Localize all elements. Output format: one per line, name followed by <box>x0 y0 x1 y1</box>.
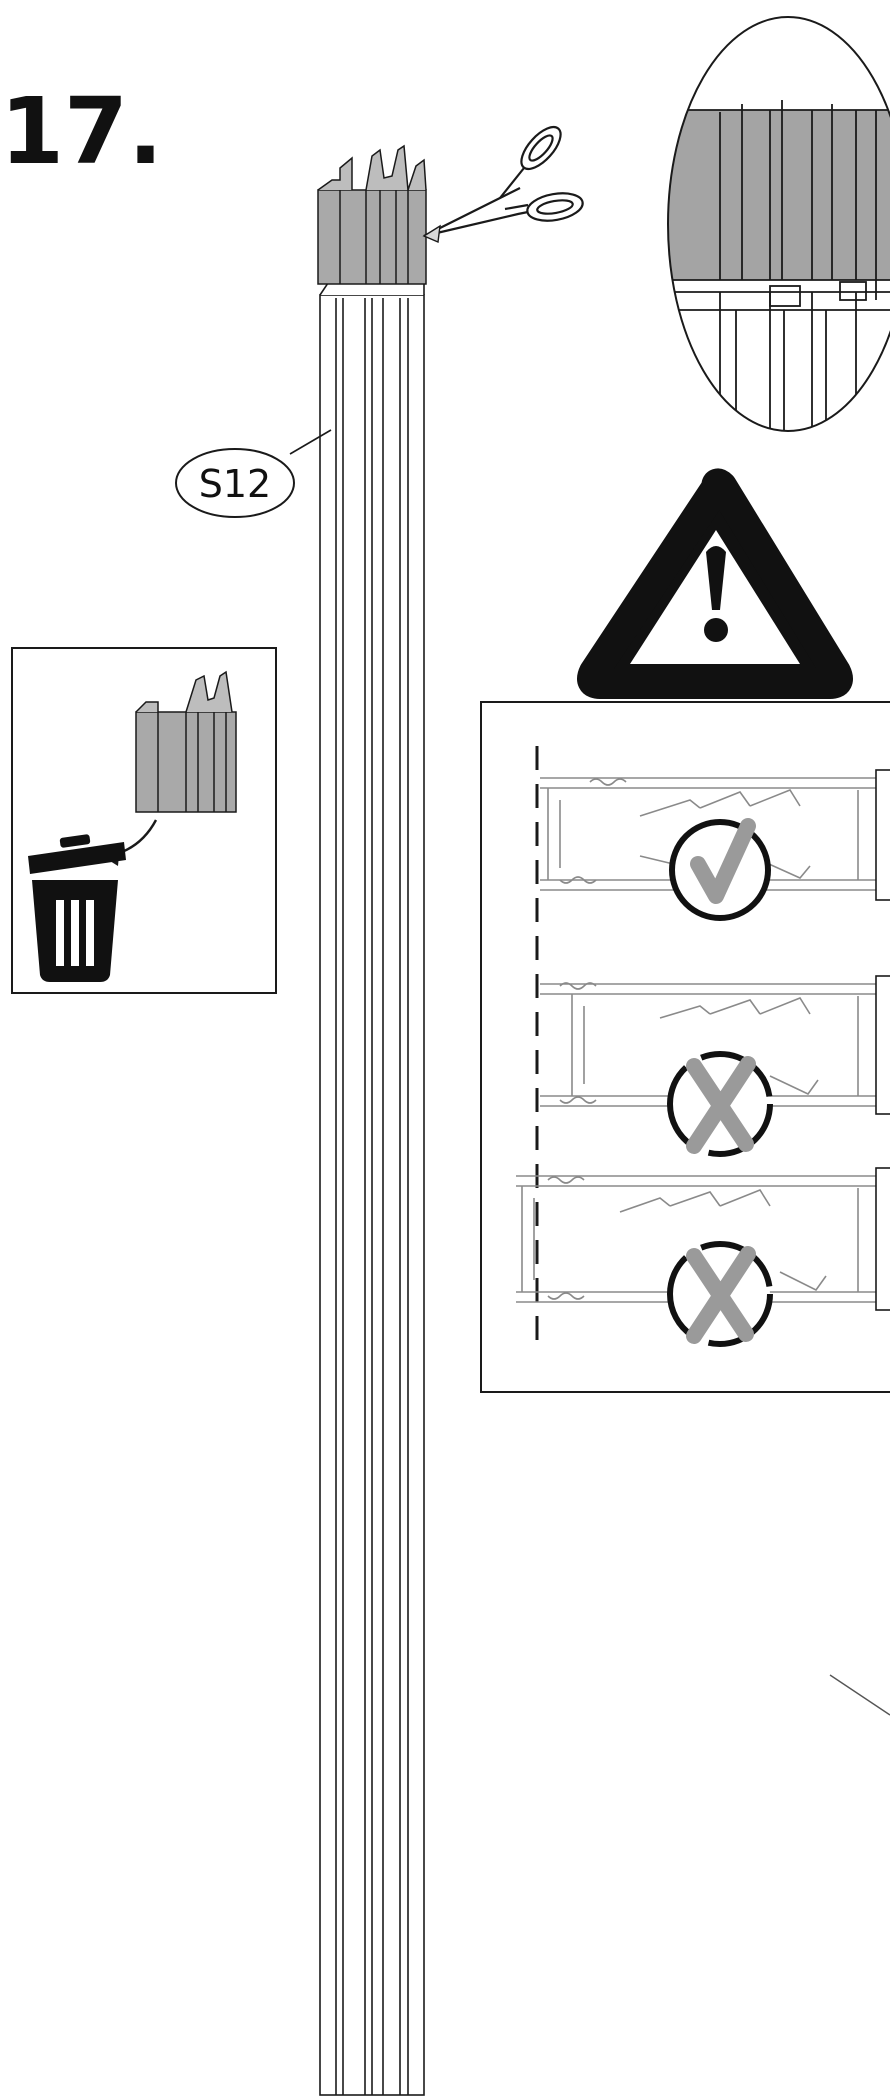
part-label: S12 <box>199 462 271 506</box>
cross-icon <box>670 1054 770 1154</box>
profile-post <box>320 283 424 2095</box>
zoom-detail-circle <box>668 17 890 432</box>
step-number: 17. <box>0 78 163 185</box>
cross-icon <box>670 1244 770 1344</box>
leader-line <box>830 1675 890 1715</box>
cut-piece-on-post <box>318 146 426 284</box>
fitting-comparison-panel <box>481 702 890 1392</box>
warning-triangle-icon <box>592 483 838 684</box>
scissors-icon <box>424 121 585 242</box>
checkmark-icon <box>672 822 768 918</box>
part-callout-s12: S12 <box>176 430 331 517</box>
discard-cutoff-panel <box>12 648 276 993</box>
